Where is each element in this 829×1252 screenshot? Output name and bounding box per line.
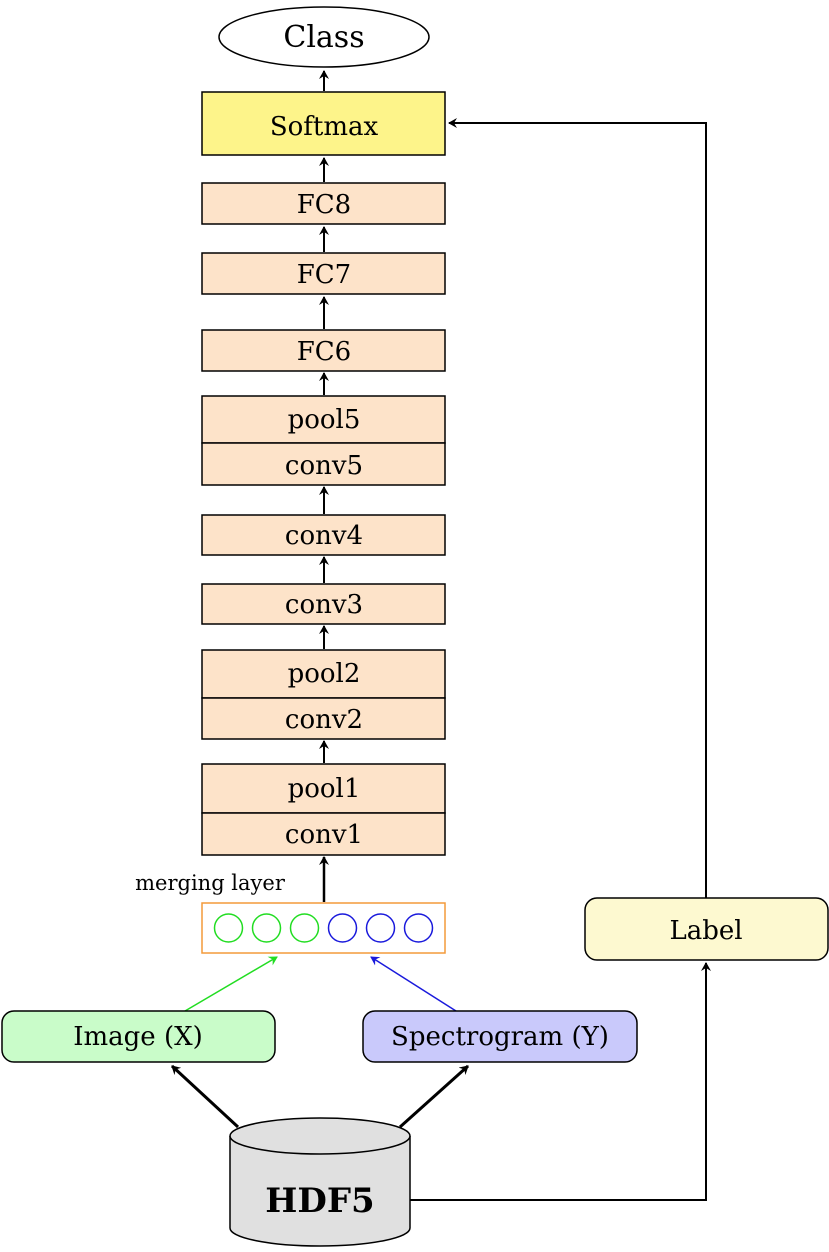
spectrogram-unit-circle (403, 913, 434, 943)
arrow-hdf5-to-label (410, 962, 711, 1201)
merging-layer-label: merging layer (135, 871, 286, 895)
label-node: Label (584, 897, 829, 961)
fc6-label: FC6 (297, 337, 351, 367)
fc8-layer: FC8 (201, 182, 446, 225)
image-input-label: Image (X) (73, 1022, 203, 1052)
spectrogram-input-label: Spectrogram (Y) (391, 1022, 609, 1052)
image-unit-circle (251, 913, 282, 943)
conv2-label: conv2 (285, 705, 363, 735)
arrow-hdf5-to-spectrogram (398, 1064, 470, 1129)
spectrogram-unit-circle (365, 913, 396, 943)
class-label: Class (283, 20, 364, 55)
hdf5-database-node: HDF5 (229, 1117, 411, 1247)
label-node-label: Label (669, 916, 742, 946)
conv3-label: conv3 (285, 590, 363, 620)
image-unit-circle (289, 913, 320, 943)
conv5-label: conv5 (285, 451, 363, 481)
arrow-label-to-softmax (448, 118, 707, 898)
spectrogram-unit-circle (327, 913, 358, 943)
arrow-hdf5-to-image (170, 1064, 240, 1129)
conv1-label: conv1 (285, 820, 363, 850)
pool5-conv5-block: pool5 conv5 (201, 395, 446, 486)
softmax-layer: Softmax (201, 91, 446, 156)
pool5-label: pool5 (288, 405, 361, 435)
fc7-label: FC7 (297, 260, 351, 290)
merging-units (213, 913, 434, 943)
spectrogram-input-node: Spectrogram (Y) (362, 1010, 638, 1063)
conv4-layer: conv4 (201, 514, 446, 556)
image-unit-circle (213, 913, 244, 943)
conv4-label: conv4 (285, 521, 363, 551)
hdf5-label: HDF5 (265, 1181, 374, 1221)
softmax-label: Softmax (270, 112, 379, 142)
conv3-layer: conv3 (201, 583, 446, 625)
fc6-layer: FC6 (201, 329, 446, 372)
class-node: Class (218, 6, 430, 68)
pool1-label: pool1 (288, 774, 361, 804)
merging-layer (201, 902, 446, 954)
image-input-node: Image (X) (1, 1010, 276, 1063)
arrow-image-to-merge (184, 956, 278, 1012)
arrow-spectrogram-to-merge (370, 956, 457, 1012)
pool2-label: pool2 (288, 659, 361, 689)
pool1-conv1-block: pool1 conv1 (201, 763, 446, 856)
pool2-conv2-block: pool2 conv2 (201, 649, 446, 740)
fc7-layer: FC7 (201, 252, 446, 295)
fc8-label: FC8 (297, 190, 351, 220)
